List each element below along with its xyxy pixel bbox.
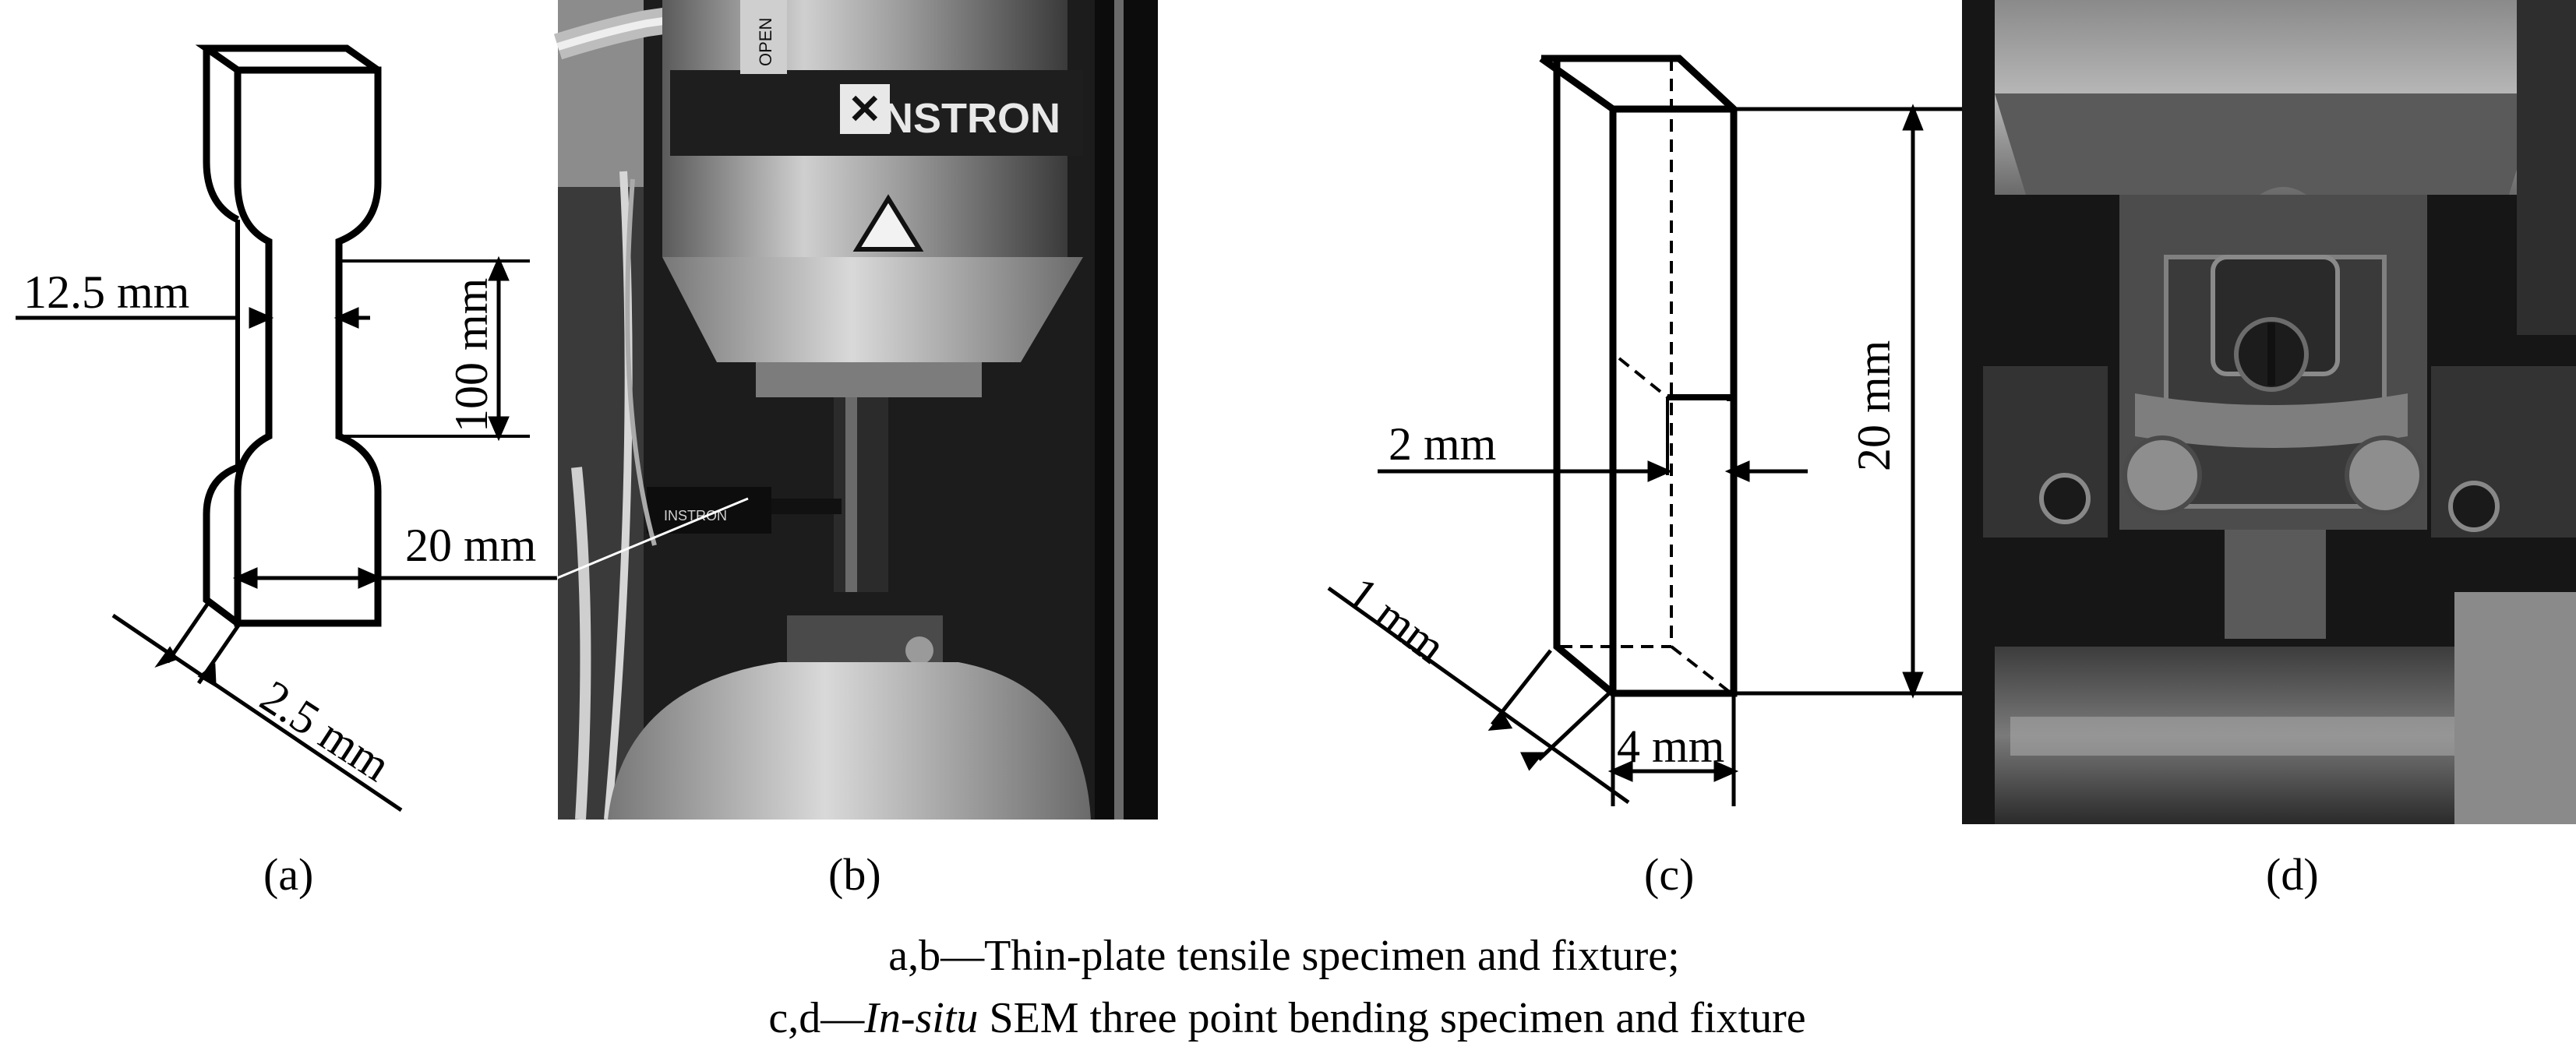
caption-line-2-rest: SEM three point bending specimen and fix… <box>978 994 1805 1042</box>
support-pin-right <box>2345 435 2424 515</box>
thickness-dimension <box>111 598 403 813</box>
subfigure-label-c: (c) <box>1644 849 1694 900</box>
bending-specimen <box>2135 393 2408 448</box>
grip-width-label: 20 mm <box>405 520 536 571</box>
extensometer <box>647 487 771 534</box>
open-tag-text: OPEN <box>756 18 775 66</box>
dogbone-specimen-outline <box>195 44 382 627</box>
panel-b-photo: INSTRON ✕ OPEN INSTRON <box>553 0 1158 820</box>
notch-dimension <box>1378 460 1808 482</box>
caption-line-1: a,b—Thin-plate tensile specimen and fixt… <box>888 932 1679 980</box>
extensometer-brand-text: INSTRON <box>664 508 727 523</box>
width-label-c: 4 mm <box>1617 721 1724 772</box>
caption-line-2-italic: In-situ <box>863 994 978 1042</box>
bending-specimen-hidden-lines <box>1560 58 1733 695</box>
panel-a-diagram: 12.5 mm 100 mm 20 mm 2.5 mm <box>16 44 557 813</box>
thickness-dimension-c <box>1327 586 1630 805</box>
support-pin-left <box>2123 435 2202 515</box>
height-label: 20 mm <box>1848 340 1900 471</box>
notch-label: 2 mm <box>1389 418 1496 470</box>
machine-brand-text: INSTRON <box>871 95 1060 142</box>
grip-width-dimension <box>232 567 557 589</box>
thickness-label: 2.5 mm <box>252 671 400 791</box>
subfigure-label-a: (a) <box>263 849 313 900</box>
caption-line-2-prefix: c,d— <box>768 994 865 1042</box>
subfigure-label-b: (b) <box>828 849 881 900</box>
subfigure-label-d: (d) <box>2266 849 2319 900</box>
panel-c-diagram: 20 mm 2 mm 1 mm 4 mm <box>1327 55 1991 806</box>
width-dimension-c <box>1607 693 1739 806</box>
notch <box>1666 394 1733 475</box>
height-dimension <box>1734 104 1991 699</box>
thickness-label-c: 1 mm <box>1338 567 1455 673</box>
gauge-length-label: 100 mm <box>446 278 497 432</box>
caption-line-2: c,d—In-situ SEM three point bending spec… <box>768 994 1805 1042</box>
brand-logo-icon: ✕ <box>848 87 882 132</box>
warning-triangle-icon <box>852 194 924 252</box>
width-label: 12.5 mm <box>23 266 189 318</box>
panel-d-photo <box>1962 0 2576 824</box>
bending-specimen-outline <box>1539 55 1738 697</box>
gauge-length-dimension <box>488 256 510 442</box>
